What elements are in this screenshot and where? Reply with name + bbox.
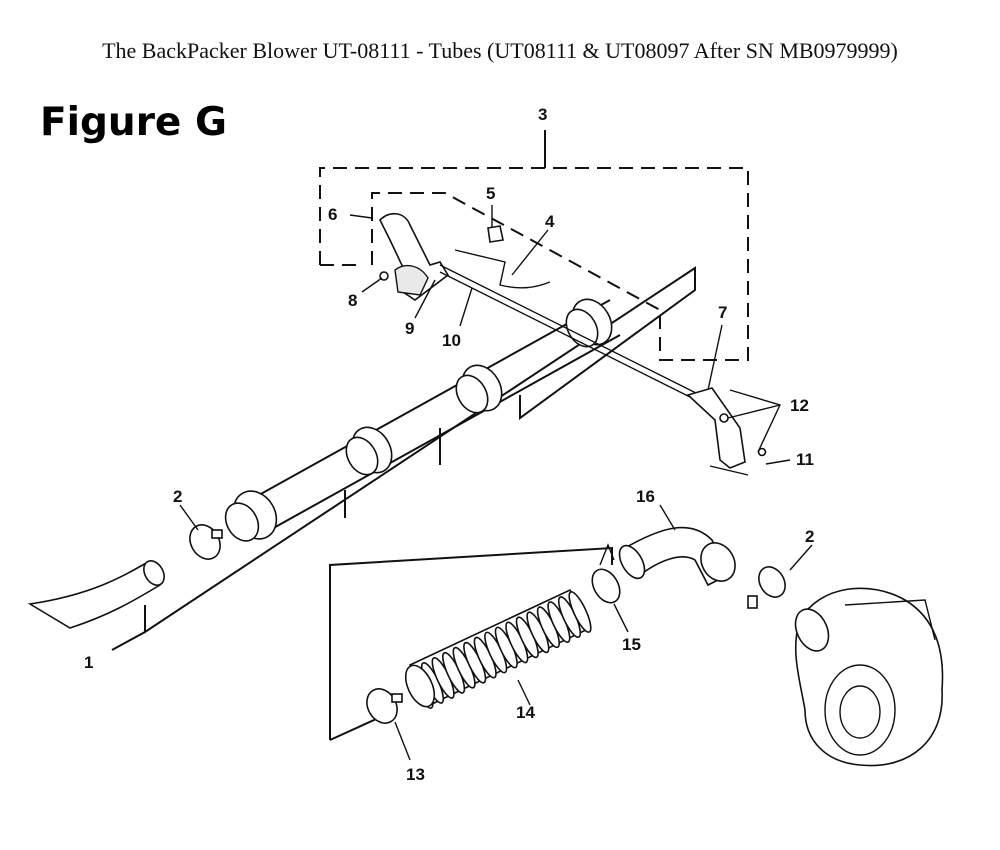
tube-coupling-ring-1 — [224, 490, 278, 542]
callout-1: 1 — [84, 653, 93, 672]
callout-8: 8 — [348, 291, 357, 310]
callout-2-left: 2 — [173, 487, 182, 506]
callout-4: 4 — [545, 212, 555, 231]
callout-7: 7 — [718, 303, 727, 322]
hose-clamp-right — [747, 566, 786, 609]
assembly-3-dashed-box — [319, 130, 749, 361]
callout-9: 9 — [405, 319, 414, 338]
leader-lines — [179, 205, 813, 761]
tube-coupling-ring-3 — [455, 364, 503, 414]
tube-section-long — [249, 299, 621, 531]
page-title: The BackPacker Blower UT-08111 - Tubes (… — [102, 38, 898, 63]
callout-15: 15 — [622, 635, 641, 654]
callout-14: 14 — [516, 703, 535, 722]
tube-bracket — [686, 387, 767, 476]
hose-clamp-13 — [366, 688, 403, 724]
callout-13: 13 — [406, 765, 425, 784]
callout-2-right: 2 — [805, 527, 814, 546]
tube-assembly-bracket — [111, 266, 696, 651]
callout-12: 12 — [790, 396, 809, 415]
callout-16: 16 — [636, 487, 655, 506]
callout-5: 5 — [486, 184, 495, 203]
hose-rib — [568, 591, 592, 633]
hose-clamp-left — [189, 524, 223, 560]
figure-label: Figure G — [40, 100, 227, 145]
callout-11: 11 — [796, 450, 814, 469]
blower-housing — [794, 587, 944, 767]
throttle-handle-assembly — [379, 212, 701, 403]
hose-clamp-15 — [591, 543, 621, 604]
elbow-tube — [618, 526, 736, 587]
assembly-6-dashed-box — [371, 192, 661, 311]
tube-coupling-ring-4 — [565, 298, 613, 348]
tube-coupling-ring-2 — [345, 426, 393, 476]
callout-3: 3 — [538, 105, 547, 124]
callout-6: 6 — [328, 205, 337, 224]
flat-nozzle — [27, 560, 165, 629]
flex-hose — [404, 588, 592, 709]
callout-10: 10 — [442, 331, 461, 350]
